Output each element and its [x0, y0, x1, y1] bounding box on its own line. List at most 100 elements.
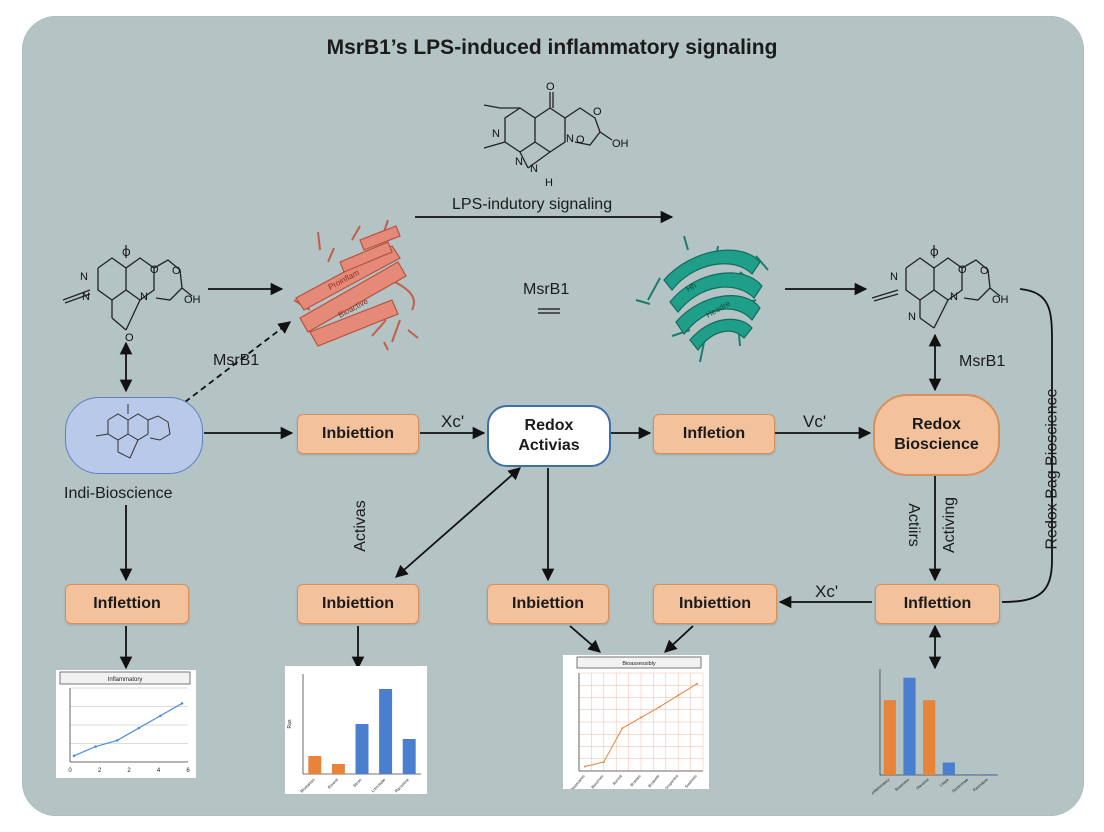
chart2-bar [308, 756, 322, 774]
chart2-xtick: Rerevit [327, 777, 340, 790]
chart3-point [602, 761, 605, 764]
mol-right-atom-n1: N [890, 271, 898, 283]
arrow-redox-diag [395, 467, 521, 578]
chart1-title-box [59, 671, 191, 685]
mol-right-atom-o2: O [958, 264, 967, 276]
chart3-title: Bioassessibly [622, 661, 656, 667]
chart3-point [677, 694, 680, 697]
indi-bioscience-label: Indi-Bioscience [64, 485, 173, 502]
chart3-title-box [576, 656, 702, 669]
chart3-point [584, 765, 586, 768]
infletion-box-top[interactable]: Infletion [653, 414, 775, 454]
chart3-point [640, 716, 642, 719]
chart2-bar [355, 724, 369, 774]
chart1-point [137, 726, 141, 730]
chart1-point [72, 754, 76, 758]
mol-left-atom-n1: N [80, 271, 88, 283]
inflettion-box-left[interactable]: Inflettion [65, 584, 189, 624]
chart2-bar [379, 689, 393, 774]
mol-top-atom-n4: N [530, 163, 538, 175]
chart4-bar [982, 774, 995, 775]
chart1-series-line [73, 702, 183, 757]
chart3-xtick: Rerovit [612, 773, 623, 786]
chart3-xtick: Stoannes [684, 774, 697, 789]
chart1-xtick: 0 [68, 768, 72, 774]
arrow-to-chart-3a [569, 625, 601, 653]
mol-top-atom-n3: N [515, 156, 523, 168]
mol-right-atom-o: O [930, 247, 939, 259]
inbiettion-box-4[interactable]: Inbiettion [653, 584, 777, 624]
mol-left-atom-n2: N [82, 291, 90, 303]
chart2-xtick: Bioassess [299, 777, 315, 793]
svg-text:Hh: Hh [685, 281, 698, 294]
activing-label: Activing [941, 496, 959, 554]
chart4-xtick: Rerbinmate [952, 778, 970, 794]
chart1-title: Inflammatory [108, 677, 143, 683]
mol-left-atom-oh: OH [184, 294, 201, 306]
redox-bioscience-line2: Bioscience [894, 436, 979, 453]
chart3-xtick: Bioassanes [570, 774, 586, 789]
chart4-xtick: Proinflammatory [872, 778, 891, 795]
mol-top-atom-n2: N [566, 133, 574, 145]
msrb1-center-label: MsrB1 [523, 281, 570, 298]
mol-left-atom-o3: O [172, 265, 181, 277]
arrow-dashed-msrb1 [184, 321, 292, 403]
mol-right-atom-n3: N [950, 291, 958, 303]
redox-bioscience-node[interactable]: Redox Bioscience [873, 394, 1000, 476]
mol-top-atom-o2: O [576, 134, 585, 146]
redox-side-label: Redox Bag Bioscience [1043, 388, 1061, 550]
chart1-point [159, 714, 162, 718]
chart1-xtick: 2 [98, 768, 102, 774]
mol-right-atom-n2: N [908, 311, 916, 323]
xc-label-1: Xc' [441, 412, 465, 431]
chart1-point [115, 739, 119, 742]
chart1-xtick: 4 [157, 768, 161, 774]
mol-left-atom-o4: O [125, 332, 134, 344]
diagram-title: MsrB1’s LPS-induced inflammatory signali… [326, 36, 778, 59]
chart2-xtick: Stroin [352, 777, 363, 788]
redox-bioscience-line1: Redox [912, 416, 961, 433]
chart4-bar [942, 762, 955, 775]
chart4-bar [923, 700, 936, 775]
redox-activias-line2: Activias [518, 437, 580, 454]
mol-left-atom-o2: O [150, 264, 159, 276]
mol-left-atom-n3: N [140, 291, 148, 303]
chart3-xtick: Snopertiva [664, 773, 679, 789]
inbiettion-box-top[interactable]: Inbiettion [297, 414, 419, 454]
mol-top-atom-n1: N [492, 128, 500, 140]
chart2-xtick: Racomine [394, 777, 411, 794]
indi-bioscience-node[interactable] [65, 397, 203, 474]
redox-activias-node[interactable]: Redox Activias [487, 405, 611, 467]
actiirs-label: Actiirs [904, 503, 922, 547]
inbiettion-box-3[interactable]: Inbiettion [487, 584, 609, 624]
chart4-xtick: Steroinm [916, 778, 930, 791]
chart2-xtick: Lrenosate [370, 777, 387, 794]
chart2-bar [402, 739, 416, 774]
vc-label: Vc' [803, 412, 827, 431]
chart4-bar [883, 700, 896, 775]
bracket-right [1001, 288, 1053, 603]
redox-activias-line1: Redox [524, 417, 574, 434]
lps-signaling-label: LPS-indutory signaling [452, 196, 613, 213]
chart2-ylabel: Ras [287, 719, 293, 728]
inflettion-box-right[interactable]: Inflettion [875, 584, 1000, 624]
inbiettion-box-2[interactable]: Inbiettion [297, 584, 419, 624]
mol-right-atom-oh: OH [992, 294, 1009, 306]
mol-top-atom-o: O [546, 81, 555, 93]
msrb1-right-label: MsrB1 [959, 353, 1006, 370]
chart2-bar [331, 764, 345, 774]
chart3-point [621, 727, 624, 730]
chart3-xtick: Broimes [630, 774, 642, 787]
activas-label: Activas [351, 500, 369, 552]
chart4-xtick: Racmatine [972, 778, 988, 793]
chart4-bar [962, 774, 975, 775]
